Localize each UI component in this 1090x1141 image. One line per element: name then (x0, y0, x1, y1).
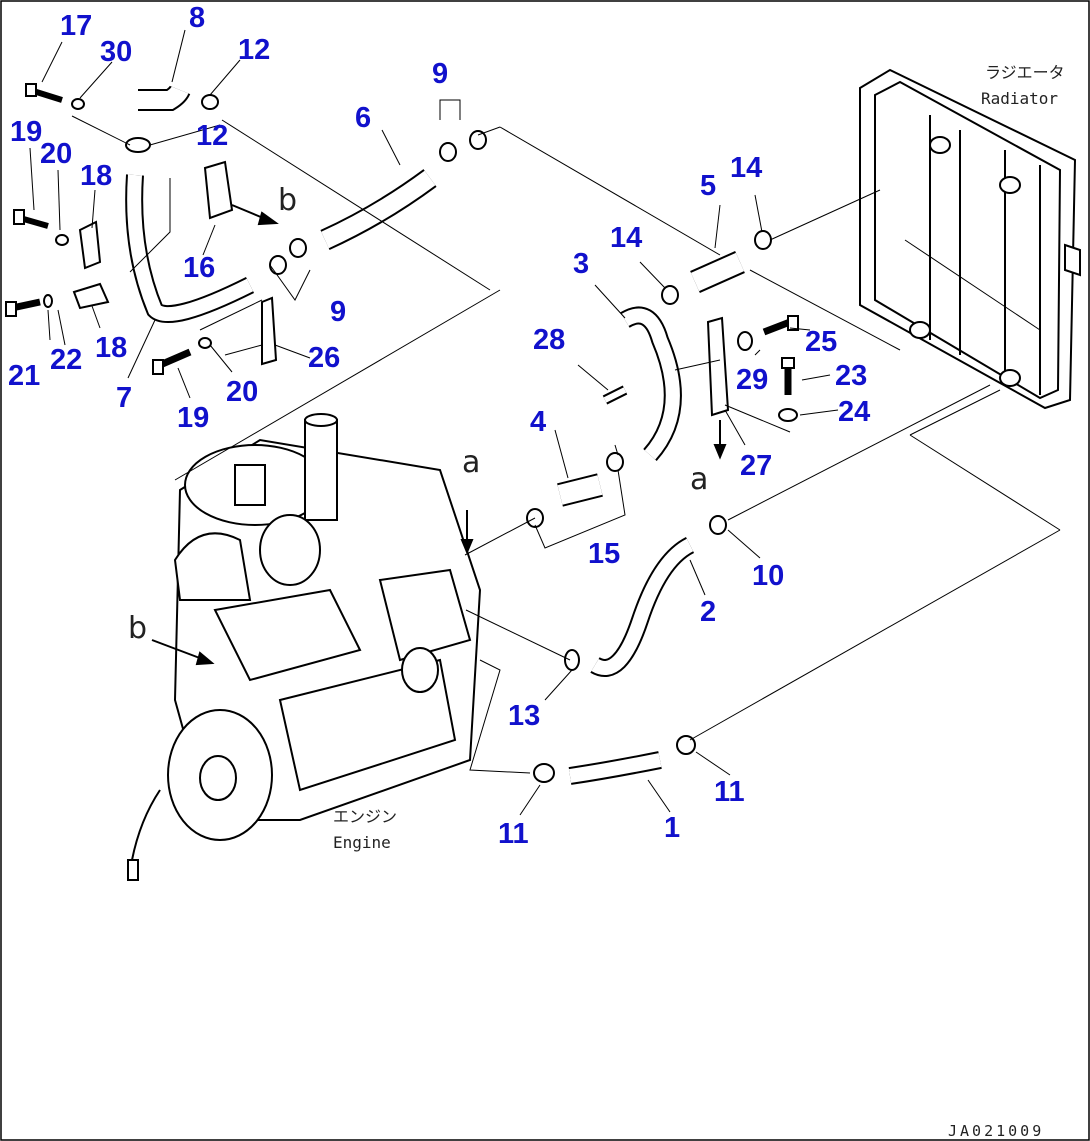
diagram-code: JA021009 (948, 1122, 1045, 1140)
callout-25: 25 (805, 326, 838, 358)
callout-27: 27 (740, 450, 773, 482)
callout-19-left: 19 (10, 116, 43, 148)
callout-14-left: 14 (610, 222, 643, 254)
callout-9-lower: 9 (330, 296, 347, 328)
callout-1: 1 (664, 812, 681, 844)
callout-20-left: 20 (40, 138, 73, 170)
view-marker-a-engine: a (462, 445, 481, 480)
engine-drawing (127, 413, 482, 881)
leader-lines (29, 29, 1061, 816)
callout-30: 30 (100, 36, 133, 68)
callout-17: 17 (60, 10, 93, 42)
callout-23: 23 (835, 360, 868, 392)
view-marker-b-top: b (278, 183, 298, 218)
callout-3: 3 (573, 248, 590, 280)
callout-18-upper: 18 (80, 160, 113, 192)
callout-18-lower: 18 (95, 332, 128, 364)
engine-label-jp: エンジン (333, 807, 398, 826)
callout-5: 5 (700, 170, 717, 202)
callout-21: 21 (8, 360, 41, 392)
callout-11-lower: 11 (498, 818, 529, 850)
callout-12-lower: 12 (196, 120, 229, 152)
hardware (5, 83, 799, 422)
radiator-label-jp: ラジエータ (985, 63, 1065, 82)
callout-7: 7 (116, 382, 133, 414)
callout-14-right: 14 (730, 152, 763, 184)
callout-12-top: 12 (238, 34, 271, 66)
callout-28: 28 (533, 324, 566, 356)
callout-6: 6 (355, 102, 372, 134)
callout-29: 29 (736, 364, 769, 396)
callout-20-lower: 20 (226, 376, 259, 408)
engine-label-en: Engine (333, 833, 391, 852)
callout-4: 4 (530, 406, 547, 438)
callout-15: 15 (588, 538, 621, 570)
radiator-drawing (859, 68, 1081, 410)
callout-10: 10 (752, 560, 785, 592)
callout-8: 8 (189, 2, 206, 34)
callout-13: 13 (508, 700, 541, 732)
view-marker-b-engine: b (128, 611, 148, 646)
callout-16: 16 (183, 252, 216, 284)
callout-11-right: 11 (714, 776, 745, 808)
radiator-label-en: Radiator (981, 89, 1059, 108)
view-arrows (151, 204, 727, 666)
callout-24: 24 (838, 396, 871, 428)
callout-22: 22 (50, 344, 83, 376)
view-marker-a-bracket: a (690, 462, 709, 497)
callout-26: 26 (308, 342, 341, 374)
callout-9-top: 9 (432, 58, 449, 90)
hoses (125, 85, 745, 785)
callout-2: 2 (700, 596, 717, 628)
callout-19-lower: 19 (177, 402, 210, 434)
